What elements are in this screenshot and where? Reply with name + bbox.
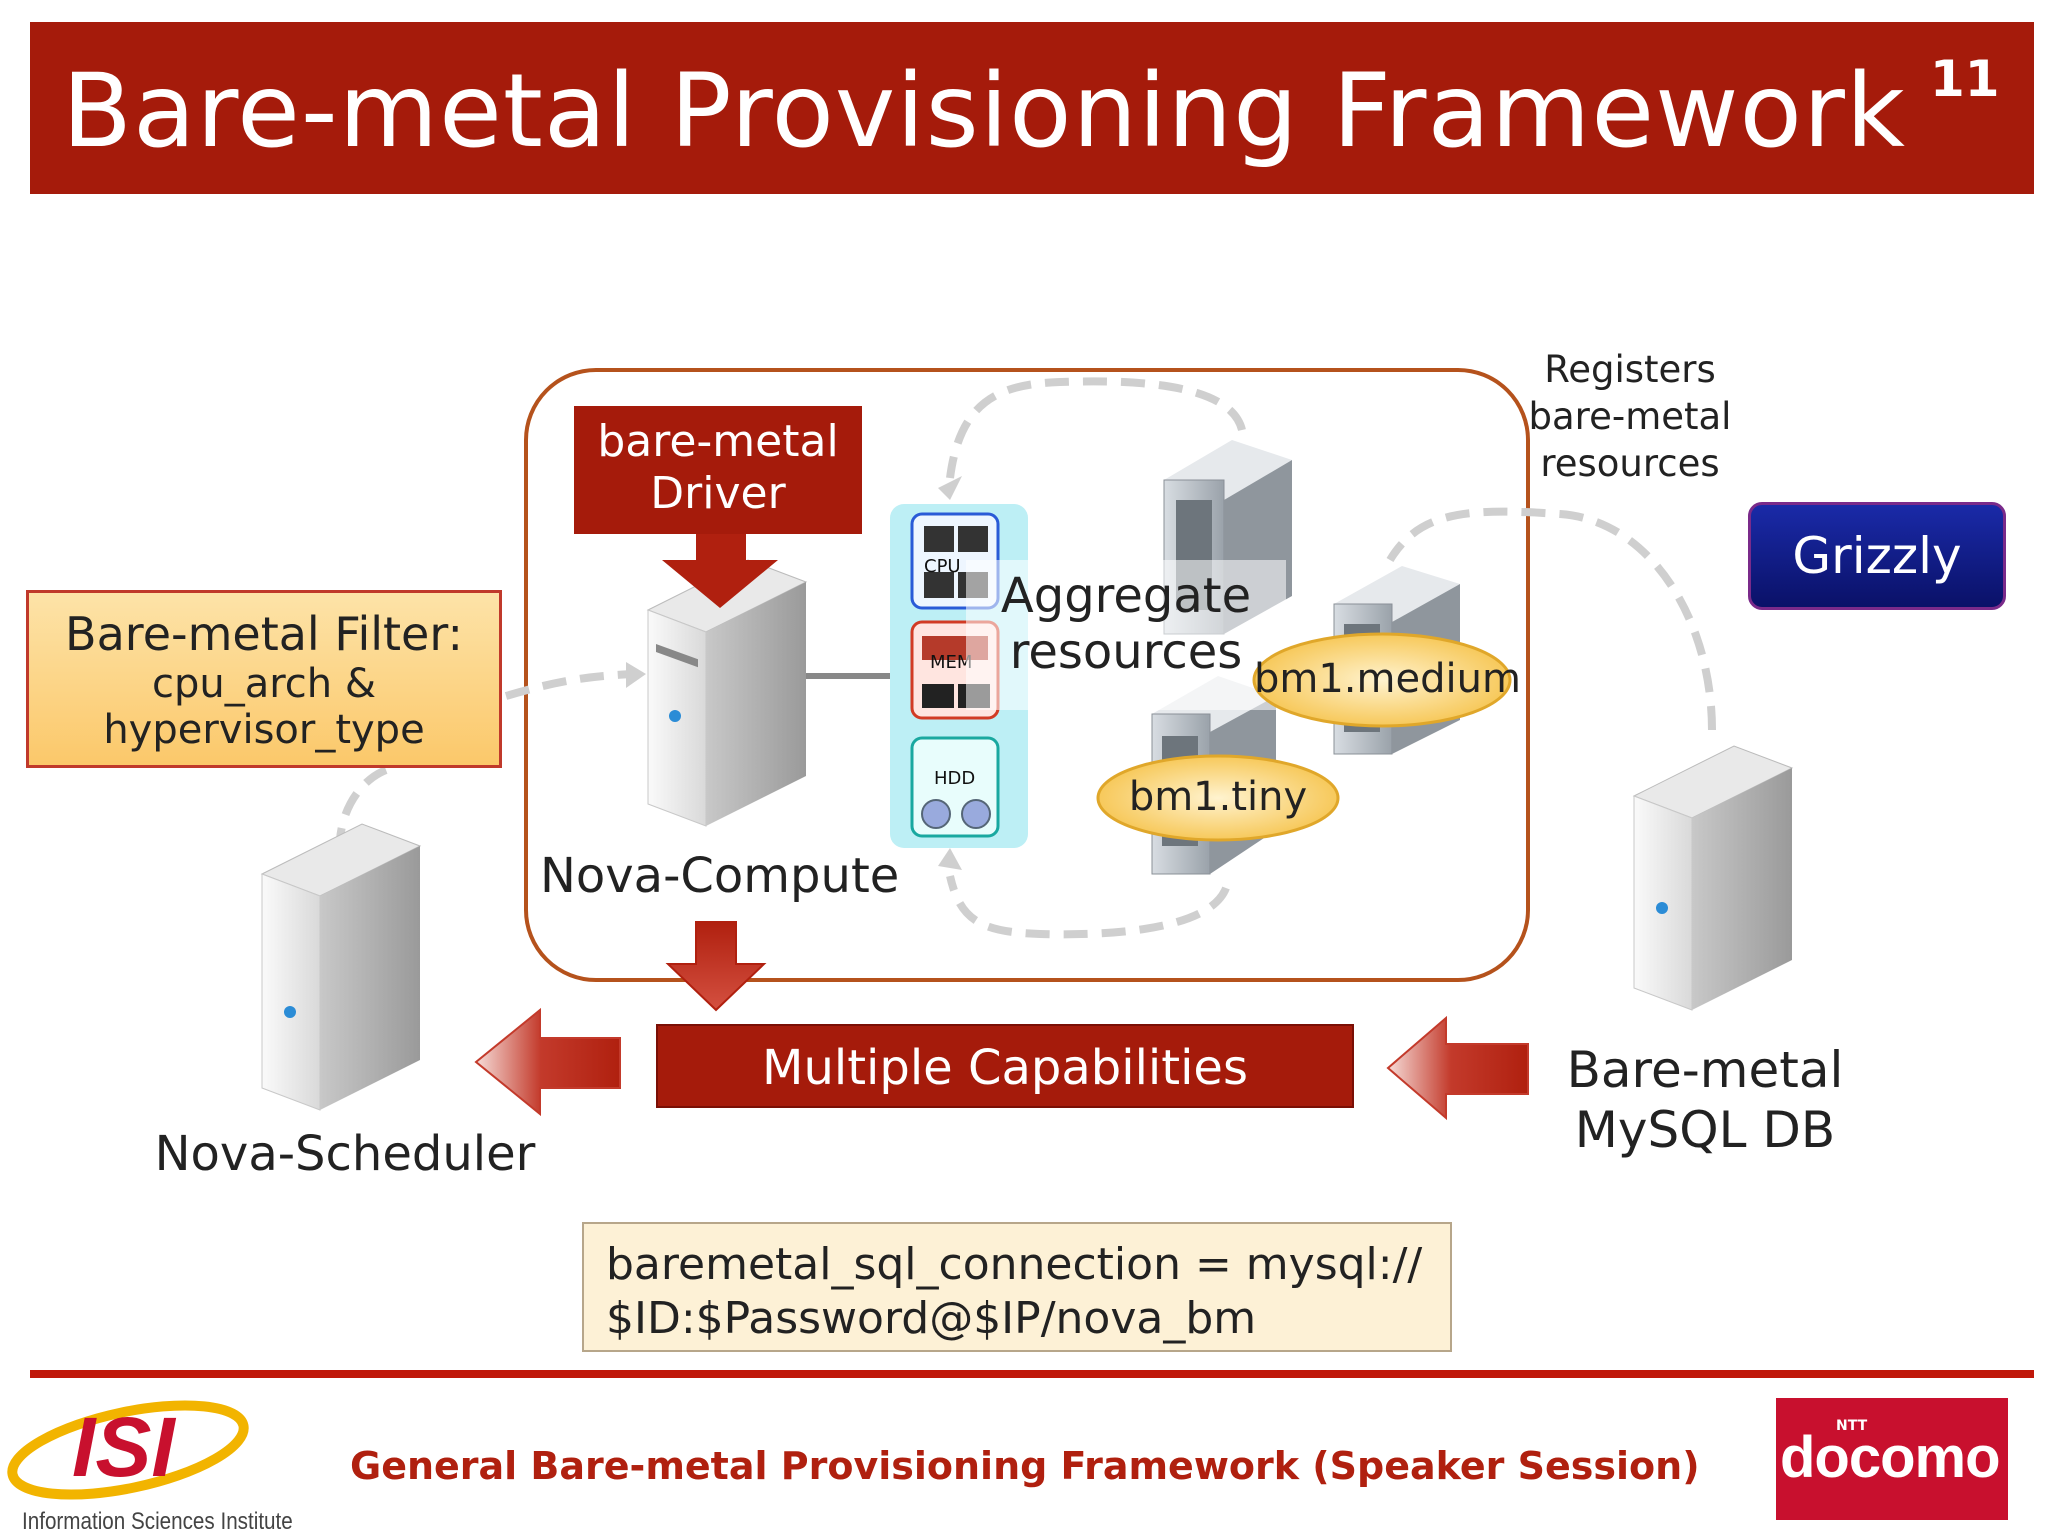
isi-subtitle: Information Sciences Institute (22, 1508, 293, 1535)
docomo-logo-text: docomo (1780, 1425, 2001, 1490)
filter-line-1: cpu_arch & (151, 661, 377, 707)
dashed-arrowhead-top (938, 476, 962, 500)
filter-title: Bare-metal Filter: (65, 607, 463, 661)
compute-down-arrow (665, 921, 767, 1012)
footer-divider (30, 1370, 2034, 1378)
isi-logo-text: ISI (72, 1400, 176, 1494)
dashed-flow-registers (1386, 507, 1716, 731)
aggregate-resources-label: Aggregate resources (976, 568, 1276, 680)
isi-logo: ISI (7, 1400, 249, 1500)
footer-session-title: General Bare-metal Provisioning Framewor… (350, 1444, 1700, 1488)
sql-connection-config-box: baremetal_sql_connection = mysql:// $ID:… (582, 1222, 1452, 1352)
nova-scheduler-label: Nova-Scheduler (154, 1126, 536, 1182)
nova-compute-label: Nova-Compute (540, 848, 900, 904)
dashed-arrowhead-bottom (938, 848, 962, 870)
docomo-logo: NTT docomo (1776, 1398, 2008, 1520)
flavor-tiny-label: bm1.tiny (1128, 774, 1308, 820)
flavor-medium-ellipse (1252, 632, 1512, 728)
config-line-1: baremetal_sql_connection = mysql:// (606, 1239, 1423, 1290)
nova-compute-server-icon (646, 559, 808, 827)
aggregate-line-1: Aggregate (1000, 568, 1252, 624)
db-line-1: Bare-metal (1566, 1041, 1844, 1099)
grizzly-badge: Grizzly (1748, 502, 2006, 610)
config-line-2: $ID:$Password@$IP/nova_bm (606, 1293, 1257, 1344)
driver-line-2: Driver (650, 468, 786, 519)
bare-metal-driver-box: bare-metal Driver (574, 406, 862, 534)
nova-scheduler-server-icon (260, 823, 422, 1111)
left-arrow-to-scheduler (474, 1007, 621, 1117)
mysql-db-label: Bare-metal MySQL DB (1540, 1040, 1870, 1160)
hdd-icon-label: HDD (934, 768, 975, 789)
aggregate-label-backdrop (966, 560, 1286, 710)
docomo-ntt-mark: NTT (1836, 1418, 1868, 1434)
multiple-capabilities-box: Multiple Capabilities (656, 1024, 1354, 1108)
slide-number: 11 (1930, 50, 2000, 108)
dashed-flow-bottom (946, 875, 1230, 939)
title-bar (30, 22, 2034, 194)
dashed-arrowhead-filter (626, 662, 646, 688)
mem-icon-label: MEM (930, 652, 972, 673)
left-arrow-from-db (1386, 1015, 1529, 1121)
dashed-flow-scheduler (336, 766, 388, 841)
nova-compute-frame (524, 368, 1530, 982)
driver-line-1: bare-metal (597, 416, 839, 467)
registers-line-3: resources (1540, 442, 1720, 485)
driver-down-arrow (662, 532, 778, 608)
flavor-medium-label: bm1.medium (1254, 656, 1521, 702)
slide-title: Bare-metal Provisioning Framework (62, 52, 1906, 171)
filter-line-2: hypervisor_type (103, 707, 425, 753)
registers-label: Registers bare-metal resources (1490, 346, 1770, 487)
aggregate-line-2: resources (1009, 624, 1243, 680)
cpu-icon-label: CPU (924, 556, 961, 577)
db-line-2: MySQL DB (1574, 1101, 1836, 1159)
dashed-flow-top (946, 377, 1246, 479)
flavor-tiny-ellipse (1096, 754, 1340, 842)
dashed-flow-filter (504, 670, 635, 700)
registers-line-2: bare-metal (1528, 395, 1732, 438)
registers-line-1: Registers (1544, 348, 1716, 391)
mysql-db-server-icon (1632, 745, 1794, 1011)
hdd-icon: HDD (910, 736, 1000, 838)
bare-metal-filter-box: Bare-metal Filter: cpu_arch & hypervisor… (26, 590, 502, 768)
